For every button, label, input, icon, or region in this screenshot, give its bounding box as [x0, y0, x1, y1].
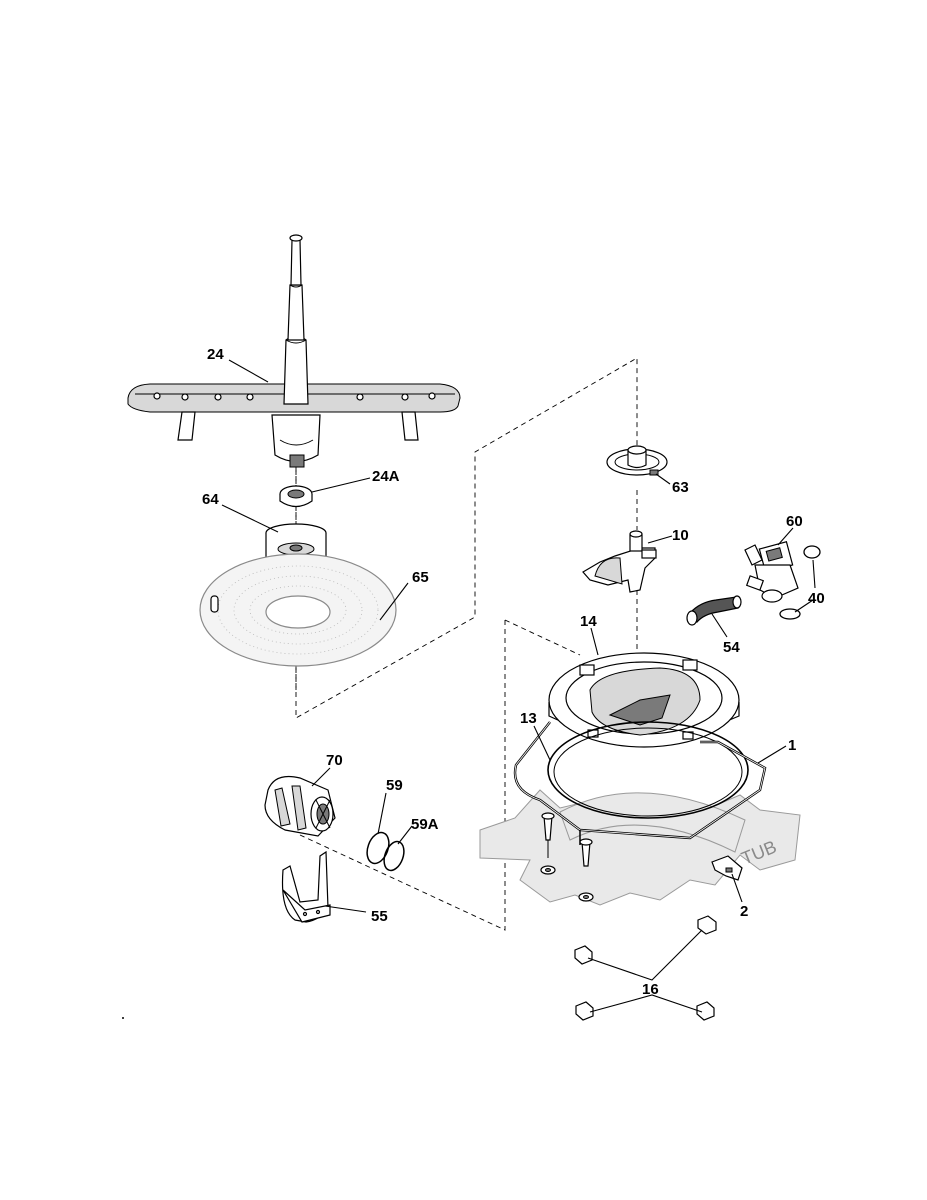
- label-10: 10: [672, 527, 689, 544]
- inlet-hose: [686, 595, 742, 626]
- spray-arm-assembly: [127, 234, 461, 468]
- motor-mount: [281, 850, 331, 923]
- label-40: 40: [808, 590, 825, 607]
- mounting-screws: [540, 812, 594, 902]
- label-63: 63: [672, 479, 689, 496]
- label-59: 59: [386, 777, 403, 794]
- sump-ring: [548, 652, 740, 748]
- stray-dot: [122, 1017, 124, 1019]
- label-13: 13: [520, 710, 537, 727]
- grommets: [574, 915, 717, 1021]
- label-65: 65: [412, 569, 429, 586]
- label-59a: 59A: [411, 816, 439, 833]
- pump-motor: [264, 775, 336, 837]
- sump-seal: [547, 721, 749, 819]
- label-14: 14: [580, 613, 597, 630]
- label-24: 24: [207, 346, 224, 363]
- label-2: 2: [740, 903, 748, 920]
- part-labels: 24 24A 64 65 63 10 60 40 54 14 13 1 70 5…: [202, 346, 825, 998]
- o-rings: [366, 831, 405, 872]
- valve-clamps: [779, 545, 821, 620]
- label-55: 55: [371, 908, 388, 925]
- heater-bracket: [711, 855, 743, 881]
- inlet-valve: [744, 541, 799, 603]
- chopper-housing: [582, 530, 657, 593]
- tub-section: TUB: [479, 789, 801, 906]
- label-1: 1: [788, 737, 796, 754]
- label-70: 70: [326, 752, 343, 769]
- filter-screen: [199, 553, 397, 667]
- pump-cover: [606, 445, 668, 476]
- label-54: 54: [723, 639, 740, 656]
- label-64: 64: [202, 491, 219, 508]
- leader-lines: [221, 359, 816, 1013]
- bearing-ring: [279, 485, 313, 508]
- label-16: 16: [642, 981, 659, 998]
- label-24a: 24A: [372, 468, 400, 485]
- label-60: 60: [786, 513, 803, 530]
